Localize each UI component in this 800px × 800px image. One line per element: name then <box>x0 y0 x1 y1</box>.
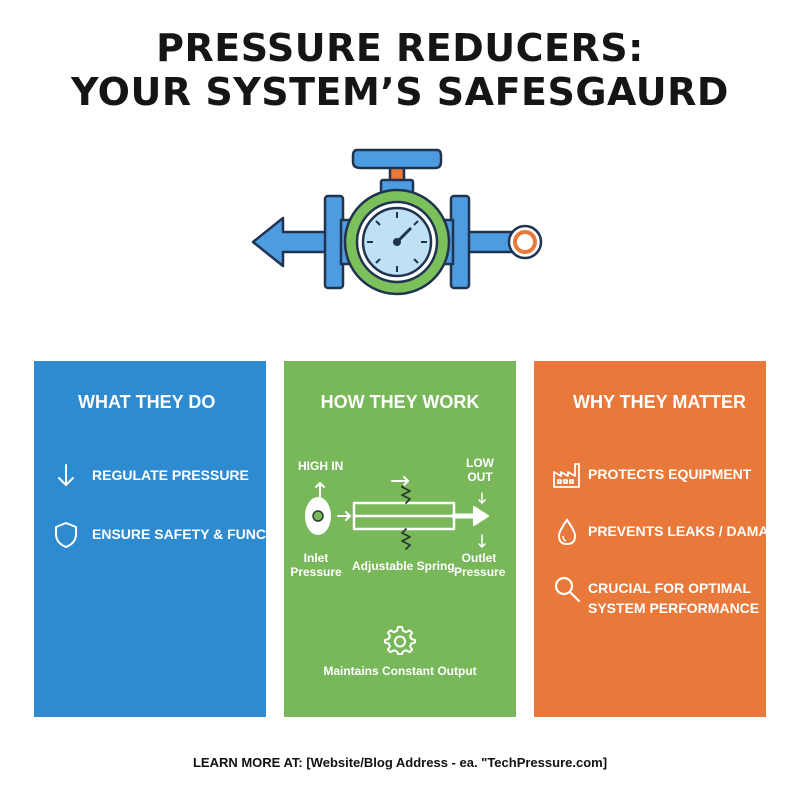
panel-what-they-do: WHAT THEY DO REGULATE PRESSURE ENSURE SA… <box>34 361 299 717</box>
gear-icon <box>384 625 416 656</box>
water-drop-icon <box>557 518 577 546</box>
label-low-out: LOW OUT <box>466 456 494 484</box>
label-high-in: HIGH IN <box>298 459 344 473</box>
item-label: REGULATE PRESSURE <box>92 467 249 483</box>
pressure-reducer-valve-icon <box>251 148 543 296</box>
pressure-flow-diagram <box>305 476 489 550</box>
factory-icon <box>553 463 580 488</box>
label-outlet-pressure: Outlet Pressure <box>454 551 506 579</box>
panel-why-they-matter: WHY THEY MATTER PROTECTS EQUIPMENT PREVE… <box>534 361 789 717</box>
item-label: CRUCIAL FOR OPTIMAL SYSTEM PERFORMANCE <box>588 580 760 616</box>
title-line-1: PRESSURE REDUCERS: <box>156 26 644 70</box>
shield-icon <box>55 522 77 548</box>
outlet-pipe <box>465 230 514 254</box>
flow-arrow-left <box>251 216 329 268</box>
page-title: PRESSURE REDUCERS: YOUR SYSTEM’S SAFESGA… <box>0 26 800 114</box>
spring-bottom <box>401 528 411 550</box>
item-label: PROTECTS EQUIPMENT <box>588 466 752 482</box>
label-adjustable-spring: Adjustable Spring <box>352 559 455 573</box>
maintains-output-text: Maintains Constant Output <box>323 664 477 678</box>
item-label: PREVENTS LEAKS / DAMAGE <box>588 523 789 539</box>
item-label: ENSURE SAFETY & FUNCTION <box>92 526 300 542</box>
title-line-2: YOUR SYSTEM’S SAFESGAURD <box>71 70 729 114</box>
valve-handle <box>351 148 443 170</box>
arrow-down-icon <box>58 464 74 486</box>
panel-title: HOW THEY WORK <box>320 392 480 412</box>
panel-title: WHAT THEY DO <box>78 392 216 412</box>
panel-how-they-work: HOW THEY WORK HIGH IN LOW OUT <box>284 361 516 717</box>
spring-top <box>401 482 411 504</box>
magnifier-icon <box>554 576 581 603</box>
label-inlet-pressure: Inlet Pressure <box>290 551 342 579</box>
panel-title: WHY THEY MATTER <box>573 392 747 412</box>
learn-more-footer: LEARN MORE AT: [Website/Blog Address - e… <box>192 755 608 770</box>
